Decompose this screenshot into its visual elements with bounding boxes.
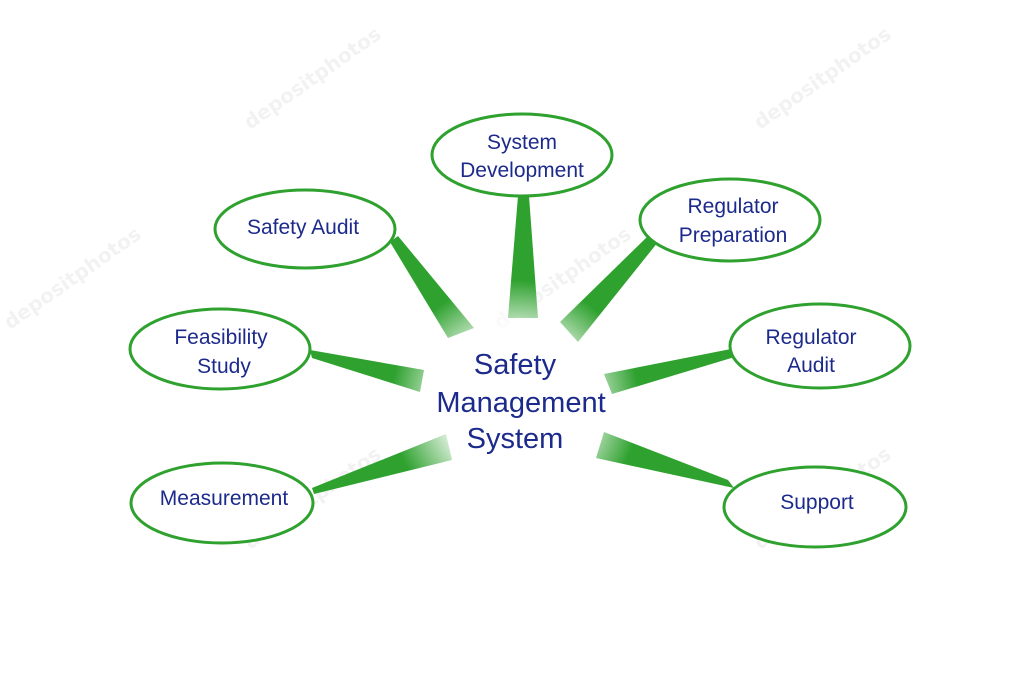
node-label-line-2: Audit	[787, 354, 835, 377]
node-system-development: System Development	[430, 112, 614, 198]
center-title-line-2: Management	[436, 387, 605, 419]
node-ellipse	[129, 461, 315, 545]
node-feasibility-study: Feasibility Study	[128, 307, 312, 391]
node-measurement: Measurement	[129, 461, 315, 545]
watermark-text-2: depositphotos	[749, 22, 895, 134]
node-label-line-1: Measurement	[160, 487, 289, 510]
center-node: Safety Management System	[436, 349, 605, 455]
node-label-line-1: Feasibility	[174, 326, 268, 349]
node-label-line-2: Development	[460, 159, 584, 182]
node-ellipse	[213, 188, 397, 270]
node-regulator-preparation: Regulator Preparation	[638, 177, 822, 263]
node-ellipse	[430, 112, 614, 198]
node-ellipse	[728, 302, 912, 390]
node-label-line-1: Support	[780, 491, 854, 514]
node-regulator-audit: Regulator Audit	[728, 302, 912, 390]
node-support: Support	[722, 465, 908, 549]
node-safety-audit: Safety Audit	[213, 188, 397, 270]
watermark-text-3: depositphotos	[0, 222, 145, 334]
center-title-line-3: System	[467, 423, 564, 455]
node-label-line-2: Study	[197, 355, 251, 378]
center-fade	[390, 280, 640, 530]
node-label-line-1: System	[487, 131, 557, 154]
watermark-text-1: depositphotos	[239, 22, 385, 134]
node-ellipse	[638, 177, 822, 263]
node-ellipse	[128, 307, 312, 391]
node-label-line-1: Regulator	[765, 326, 856, 349]
node-label-line-1: Regulator	[687, 195, 778, 218]
node-ellipse	[722, 465, 908, 549]
node-label-line-2: Preparation	[679, 224, 788, 247]
node-label-line-1: Safety Audit	[247, 216, 359, 239]
center-title-line-1: Safety	[474, 349, 557, 381]
